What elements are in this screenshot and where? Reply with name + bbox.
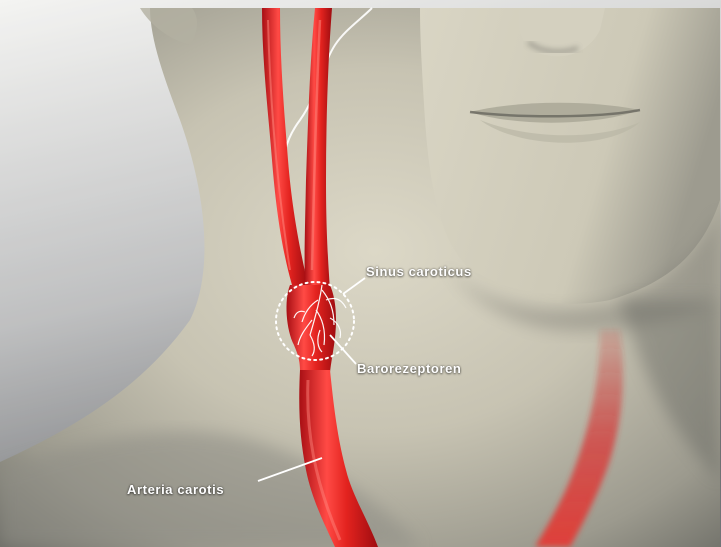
arteria-carotis-label: Arteria carotis: [127, 482, 224, 497]
baroreceptors-label: Barorezeptoren: [357, 361, 461, 376]
sinus-caroticus-label: Sinus caroticus: [366, 264, 472, 279]
